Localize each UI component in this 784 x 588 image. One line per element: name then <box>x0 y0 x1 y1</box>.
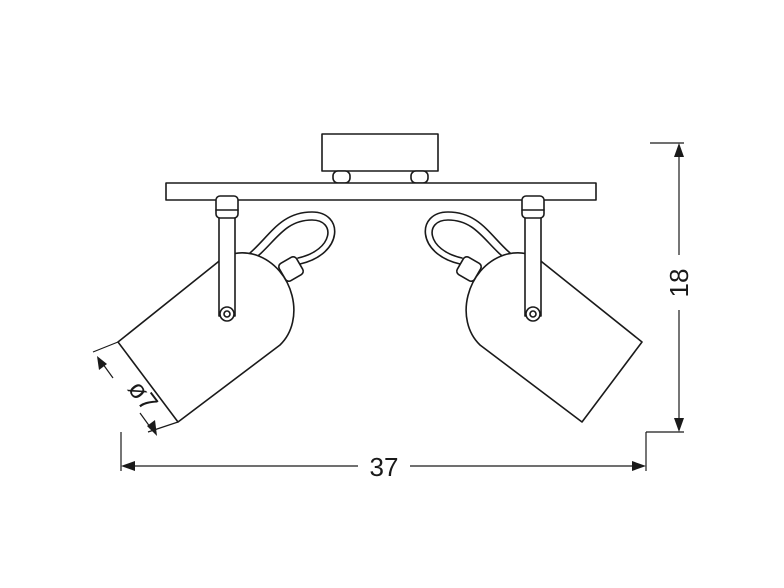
height-dimension: 18 <box>646 142 694 433</box>
left-spotlight <box>117 195 336 423</box>
left-arm <box>218 212 236 317</box>
left-arm-cap <box>215 195 239 219</box>
ceiling-canopy <box>321 133 439 184</box>
width-dimension: 37 <box>120 432 647 482</box>
right-arm <box>524 212 542 317</box>
right-spotlight <box>424 195 643 423</box>
height-label: 18 <box>664 269 694 298</box>
right-cable-loop <box>424 211 517 265</box>
right-arm-cap <box>521 195 545 219</box>
left-cable-loop <box>243 211 336 265</box>
mounting-bar <box>165 182 597 201</box>
width-label: 37 <box>370 452 399 482</box>
right-shade <box>465 252 643 423</box>
